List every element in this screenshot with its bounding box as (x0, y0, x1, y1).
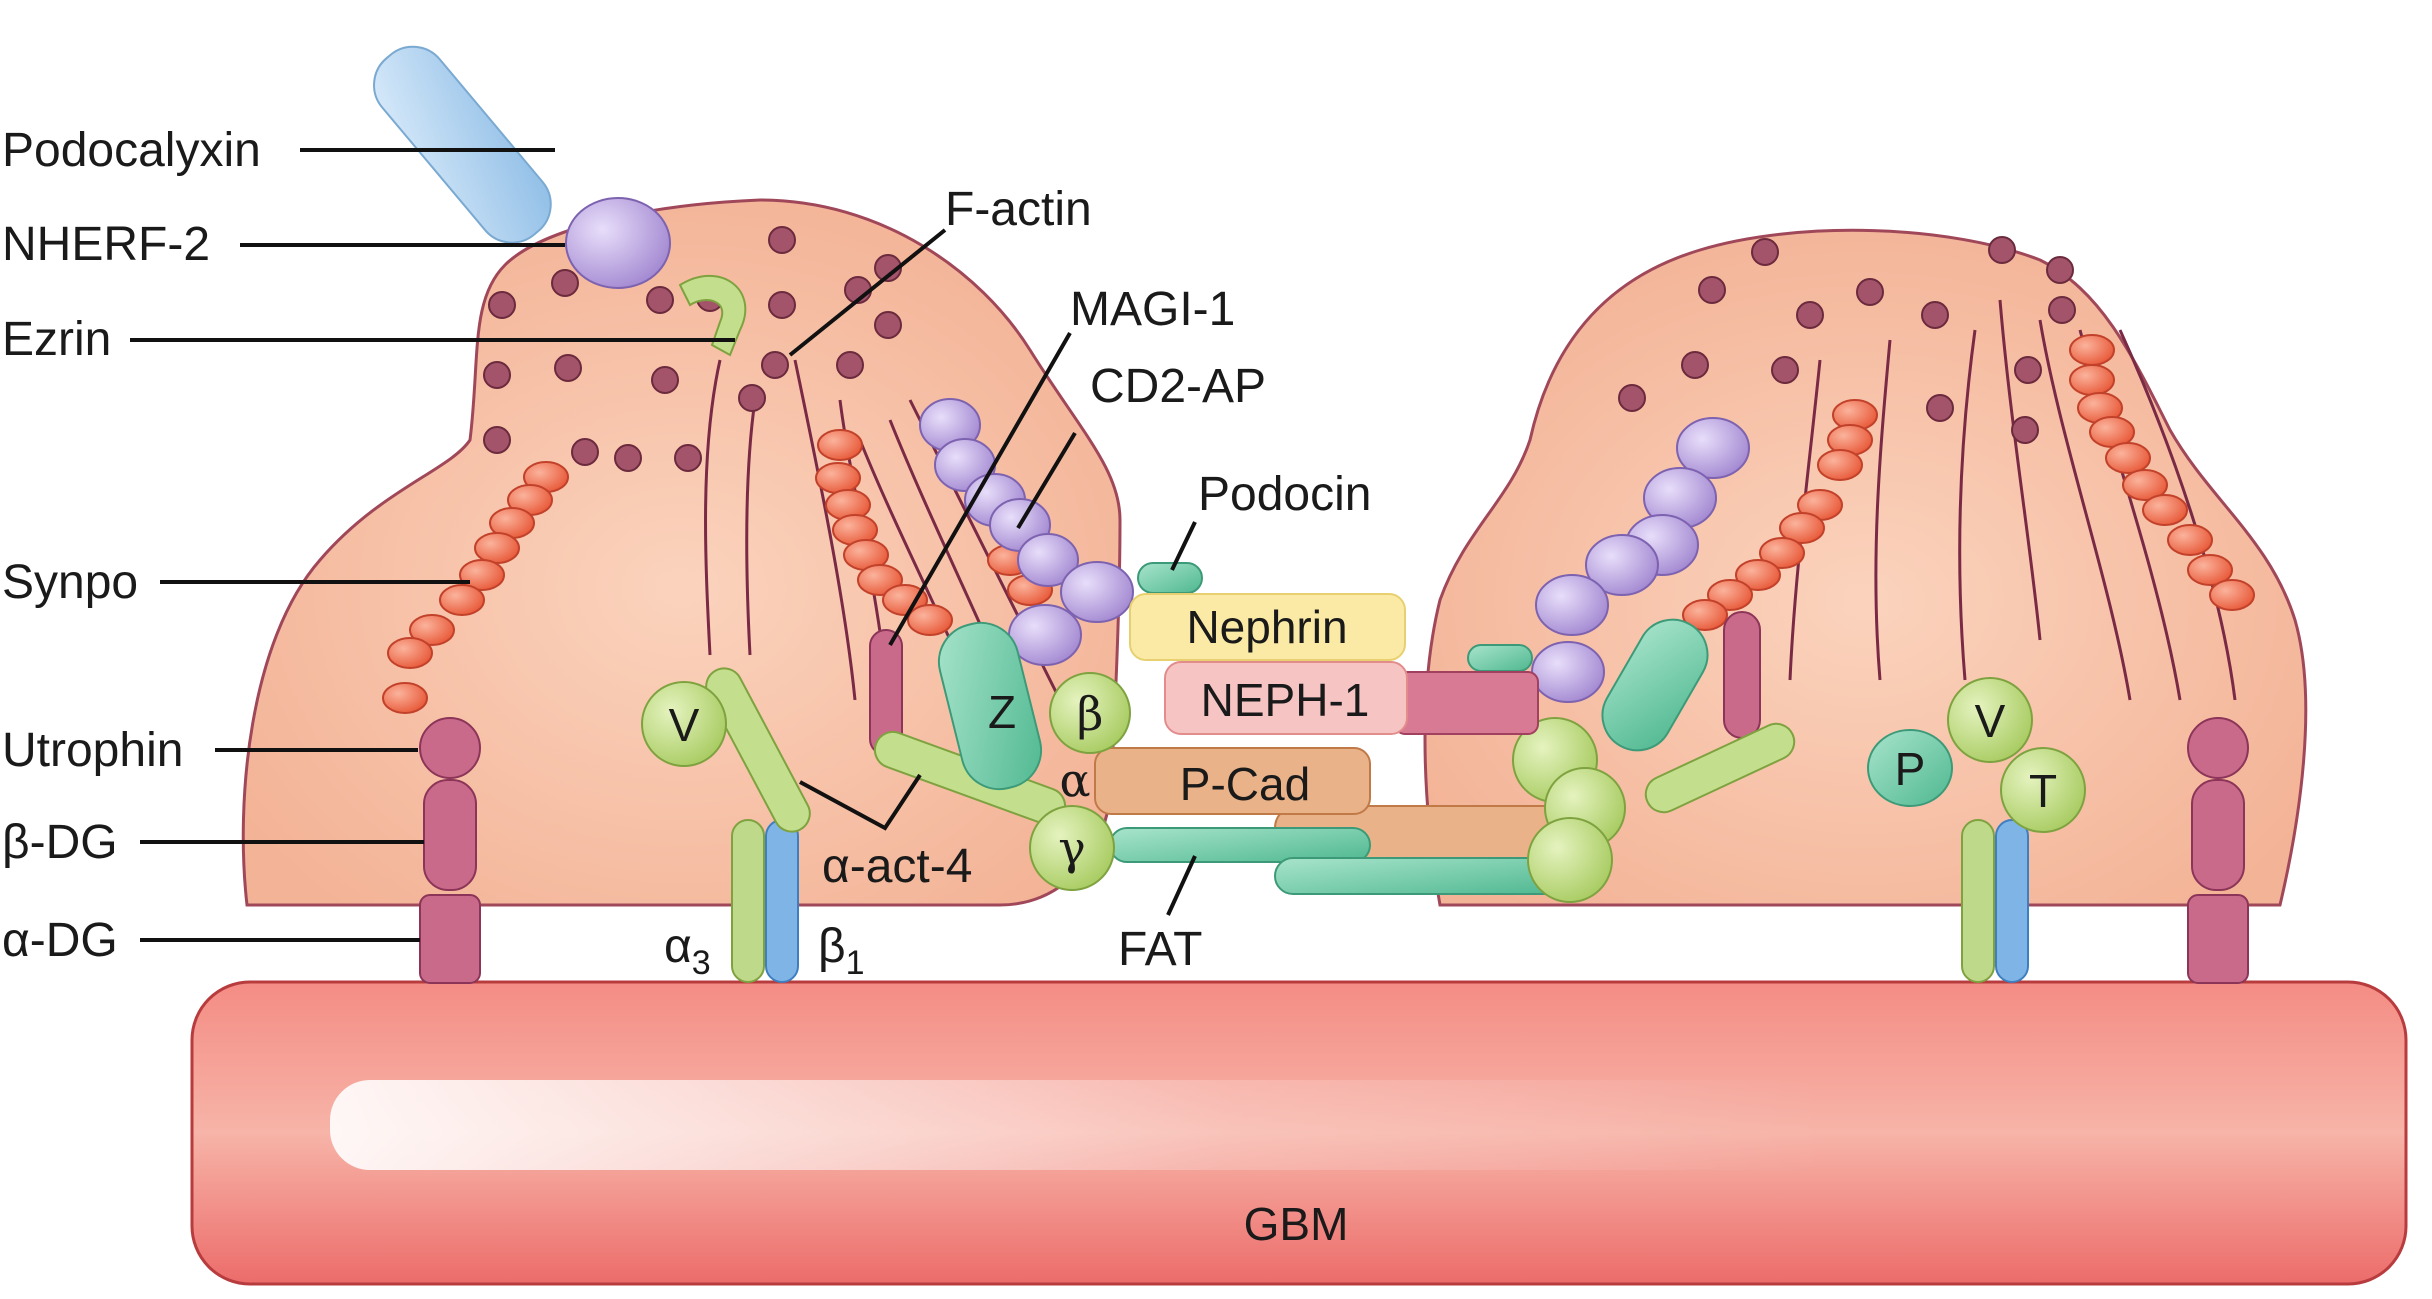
beta-dg-label: β-DG (2, 816, 118, 869)
fat-label: FAT (1118, 923, 1202, 976)
cd2ap-beads-left (919, 398, 1134, 666)
synpo-beads-right (1682, 334, 2255, 631)
gamma-catenin-label: γ (1058, 821, 1086, 875)
vinculin-right (1947, 677, 2033, 763)
vinculin-right-label: V (1975, 695, 2006, 747)
vinculin-left-label: V (669, 699, 700, 751)
utrophin-label: Utrophin (2, 724, 183, 777)
alpha-dg-left (419, 894, 481, 984)
paxillin-label: P (1895, 743, 1926, 795)
gamma-catenin (1029, 805, 1115, 891)
leader-lines (130, 148, 1197, 942)
integrin-beta1-right (1995, 819, 2029, 983)
integrin-alpha3-left (731, 819, 765, 983)
beta-dg-right (2191, 779, 2245, 891)
podocalyxin-label: Podocalyxin (2, 124, 261, 177)
nherf2-label: NHERF-2 (2, 218, 210, 271)
synpo-beads-left (382, 429, 1053, 714)
zo1-label: Z (988, 686, 1016, 738)
beta1-label: β1 (818, 920, 865, 982)
alpha-dg-right (2187, 894, 2249, 984)
fat-bar-2 (1274, 857, 1566, 895)
alpha-actinin-4-rod-1 (705, 667, 811, 833)
podocin-right (1467, 644, 1533, 672)
fat-bar-1 (1109, 827, 1371, 863)
gbm-label: GBM (1244, 1198, 1349, 1250)
integrin-alpha3-right (1961, 819, 1995, 983)
f-actin-label: F-actin (945, 183, 1092, 236)
magi1-label: MAGI-1 (1070, 283, 1235, 336)
zo1-right (1601, 618, 1709, 752)
beta-catenin (1049, 672, 1131, 754)
utrophin-left (419, 717, 481, 779)
nherf2-protein (565, 197, 671, 289)
alpha3-label: α3 (664, 920, 711, 982)
dark-granules-right (1618, 236, 2076, 444)
alpha-dg-label: α-DG (2, 914, 118, 967)
beta-catenin-label: β (1077, 687, 1104, 741)
ezrin-label: Ezrin (2, 313, 111, 366)
talin (2000, 747, 2086, 833)
talin-label: T (2029, 765, 2057, 817)
podocalyxin-protein (373, 45, 552, 244)
cd2ap-label: CD2-AP (1090, 360, 1266, 413)
neph1-label: NEPH-1 (1201, 674, 1370, 726)
f-actin-filaments-right (1788, 299, 2237, 701)
pcad-box (1094, 747, 1371, 815)
beta-dg-left (423, 779, 477, 891)
gbm-membrane: GBM (190, 980, 2408, 1286)
neph1-extension (1394, 671, 1539, 735)
paxillin (1867, 729, 1953, 807)
zo1-left (937, 621, 1043, 791)
podocin-label: Podocin (1198, 468, 1371, 521)
neph1-box (1164, 661, 1408, 735)
alpha-catenin-label: α (1059, 753, 1090, 807)
alpha-act4-label: α-act-4 (822, 840, 972, 893)
pcad-label: P-Cad (1180, 758, 1310, 810)
alpha-actinin-4-rod-right (1644, 722, 1796, 814)
integrin-beta1-left (765, 819, 799, 983)
ezrin-protein (678, 274, 747, 357)
vinculin-left (641, 681, 727, 767)
dark-granules-left (483, 226, 902, 472)
magi1-right (1723, 611, 1761, 739)
podocin-capsule (1137, 562, 1203, 594)
synpo-label: Synpo (2, 556, 138, 609)
utrophin-right (2187, 717, 2249, 779)
nephrin-label: Nephrin (1186, 601, 1347, 653)
catenin-cluster-right (1512, 717, 1626, 903)
nephrin-box (1129, 593, 1406, 661)
